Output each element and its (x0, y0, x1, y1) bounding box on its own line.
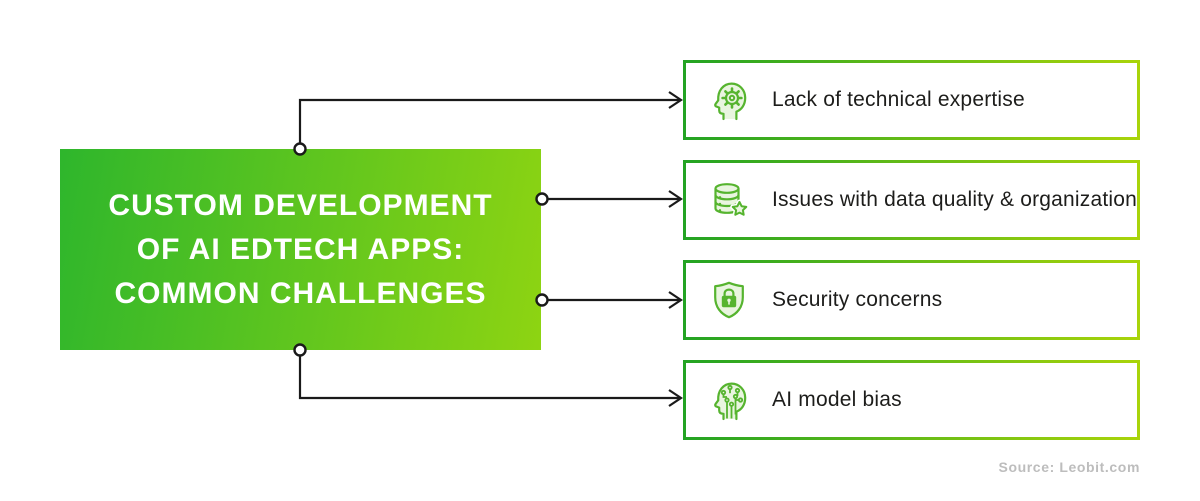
challenge-box-security: Security concerns (683, 260, 1140, 340)
shield-lock-icon (714, 281, 744, 319)
arrowhead-icon (668, 291, 683, 309)
challenge-label: Lack of technical expertise (772, 88, 1025, 111)
arrowhead-icon (668, 190, 683, 208)
main-title-line-1: CUSTOM DEVELOPMENT (108, 188, 493, 222)
main-title-line-2: OF AI EDTECH APPS: (136, 232, 465, 266)
arrowhead-icon (668, 91, 683, 109)
arrowhead-icon (668, 389, 683, 407)
head-gear-icon (714, 82, 747, 121)
challenge-box-ai-bias: AI model bias (683, 360, 1140, 440)
challenge-box-technical-expertise: Lack of technical expertise (683, 60, 1140, 140)
challenge-label: AI model bias (772, 388, 902, 411)
connector-line-top (298, 98, 679, 144)
head-circuit-icon (714, 382, 747, 421)
source-attribution: Source: Leobit.com (998, 459, 1140, 475)
database-star-icon (714, 183, 749, 218)
challenge-box-data-quality: Issues with data quality & organization (683, 160, 1140, 240)
challenge-label: Issues with data quality & organization (772, 188, 1138, 211)
challenge-label: Security concerns (772, 288, 943, 311)
main-title-box: CUSTOM DEVELOPMENT OF AI EDTECH APPS: CO… (60, 149, 541, 350)
connector-line-bottom (298, 356, 679, 400)
main-title-line-3: COMMON CHALLENGES (114, 276, 487, 310)
